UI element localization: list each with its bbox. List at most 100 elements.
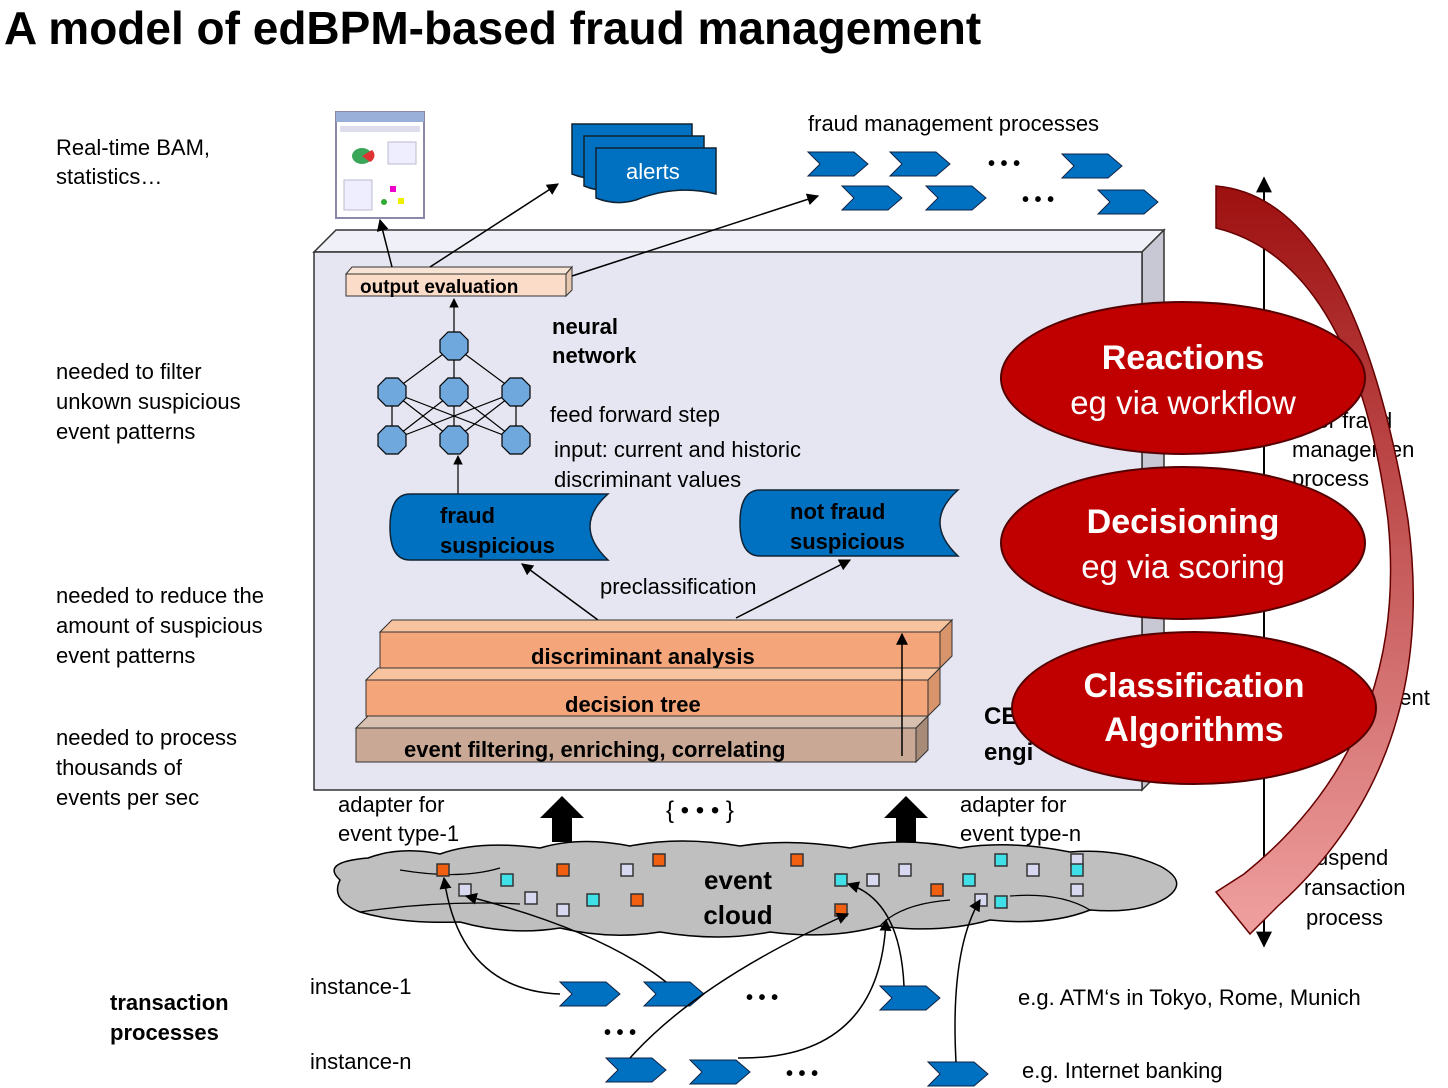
dots-row1: • • • <box>988 153 1020 175</box>
note-reduce: needed to reduce the amount of suspiciou… <box>56 583 270 668</box>
instance-1-dots: • • • <box>746 987 778 1009</box>
event-square <box>620 863 634 877</box>
dots-row2: • • • <box>1022 189 1054 211</box>
fraud-processes-label: fraud management processes <box>808 111 1099 136</box>
instance-n-label: instance-n <box>310 1049 412 1074</box>
event-square <box>834 873 848 887</box>
event-square <box>994 895 1008 909</box>
instance-1-label: instance-1 <box>310 974 412 999</box>
preclassification-label: preclassification <box>600 574 757 599</box>
instance-to-cloud-arrows <box>439 876 981 1063</box>
classification-oval: Classification Algorithms <box>1011 631 1377 785</box>
neuron-node <box>501 425 531 455</box>
chevron-shape <box>840 185 903 211</box>
event-filtering-layer: event filtering, enriching, correlating <box>354 714 930 764</box>
event-square <box>866 873 880 887</box>
neuron-node <box>377 377 407 407</box>
svg-text:eg via workflow: eg via workflow <box>1070 384 1296 421</box>
chevron-shape <box>604 1057 667 1083</box>
arrow-to-bam <box>376 218 393 268</box>
svg-text:event filtering, enriching, co: event filtering, enriching, correlating <box>404 737 785 762</box>
svg-text:cloud: cloud <box>703 900 772 930</box>
note-neural: needed to filter unkown suspicious event… <box>56 359 247 444</box>
instance-n-dots: • • • <box>786 1063 818 1085</box>
arrow-to-fraud <box>521 563 599 621</box>
adapter-typen-arrow <box>884 796 928 842</box>
note-bam: Real-time BAM, statistics… <box>56 135 216 189</box>
chevron-shape <box>558 981 621 1007</box>
svg-text:not fraud suspicious: not fraud suspicious <box>790 499 905 554</box>
neural-network-nodes <box>377 331 531 455</box>
event-square <box>458 883 472 897</box>
bam-screenshot-icon <box>335 111 425 219</box>
event-cloud: event cloud <box>333 840 1178 938</box>
neuron-node <box>439 425 469 455</box>
arrow-to-processes <box>571 193 820 277</box>
svg-text:eg via scoring: eg via scoring <box>1081 548 1285 585</box>
event-square <box>1070 883 1084 897</box>
decisioning-oval: Decisioning eg via scoring <box>1000 466 1366 620</box>
instance-n-chevrons <box>604 1057 989 1087</box>
reactions-oval: Reactions eg via workflow <box>1000 301 1366 455</box>
event-square <box>556 863 570 877</box>
arrow-to-alerts <box>429 183 560 268</box>
arrow-to-not-fraud <box>735 559 852 619</box>
event-square <box>1070 863 1084 877</box>
event-cloud-label: event <box>704 865 772 895</box>
alerts-label: alerts <box>626 159 680 184</box>
adapter-type1-label: adapter for event type-1 <box>338 792 459 846</box>
chevron-shape <box>688 1059 751 1085</box>
svg-text:discriminant analysis: discriminant analysis <box>531 644 755 669</box>
event-square <box>630 893 644 907</box>
svg-text:Classification: Classification <box>1083 667 1304 705</box>
instance-1-chevrons <box>558 981 941 1011</box>
event-square <box>524 891 538 905</box>
decision-tree-layer: decision tree <box>364 666 942 718</box>
fraud-process-chevrons <box>806 151 1159 215</box>
event-square <box>1026 863 1040 877</box>
svg-text:Decisioning: Decisioning <box>1087 503 1280 541</box>
neuron-node <box>439 331 469 361</box>
adapters-ellipsis: { • • • } <box>666 797 734 824</box>
adapter-typen-label: adapter for event type-n <box>960 792 1081 846</box>
chevron-shape <box>926 1061 989 1087</box>
event-square <box>652 853 666 867</box>
chevron-shape <box>642 981 705 1007</box>
event-square <box>586 893 600 907</box>
neuron-node <box>377 425 407 455</box>
atm-example-label: e.g. ATM‘s in Tokyo, Rome, Munich <box>1018 985 1361 1010</box>
not-fraud-suspicious-store: not fraud suspicious <box>739 489 960 557</box>
event-square <box>994 853 1008 867</box>
note-transaction: transaction processes <box>110 990 235 1045</box>
chevron-shape <box>806 151 869 177</box>
event-square <box>930 883 944 897</box>
input-note: input: current and historic discriminant… <box>554 437 807 492</box>
neuron-node <box>439 377 469 407</box>
chevron-shape <box>1096 189 1159 215</box>
discriminant-analysis-layer: discriminant analysis <box>378 618 954 670</box>
output-evaluation-label: output evaluation <box>360 277 518 298</box>
between-instances-dots: • • • <box>604 1022 636 1044</box>
neural-network-label: neural network <box>552 314 637 368</box>
note-process: needed to process thousands of events pe… <box>56 725 243 810</box>
event-square <box>556 903 570 917</box>
svg-text:Algorithms: Algorithms <box>1104 711 1283 749</box>
event-square <box>898 863 912 877</box>
chevron-shape <box>878 985 941 1011</box>
event-square <box>500 873 514 887</box>
feed-forward-label: feed forward step <box>550 402 720 427</box>
event-square <box>962 873 976 887</box>
event-square <box>436 863 450 877</box>
internet-banking-label: e.g. Internet banking <box>1022 1058 1223 1083</box>
chevron-shape <box>888 151 951 177</box>
output-evaluation-box: output evaluation <box>344 265 574 298</box>
svg-text:Reactions: Reactions <box>1102 339 1265 377</box>
event-square <box>834 903 848 917</box>
neuron-node <box>501 377 531 407</box>
chevron-shape <box>1060 153 1123 179</box>
svg-text:decision tree: decision tree <box>565 692 701 717</box>
adapter-type1-arrow <box>540 796 584 842</box>
chevron-shape <box>924 185 987 211</box>
alerts-documents-icon: alerts <box>571 123 717 204</box>
